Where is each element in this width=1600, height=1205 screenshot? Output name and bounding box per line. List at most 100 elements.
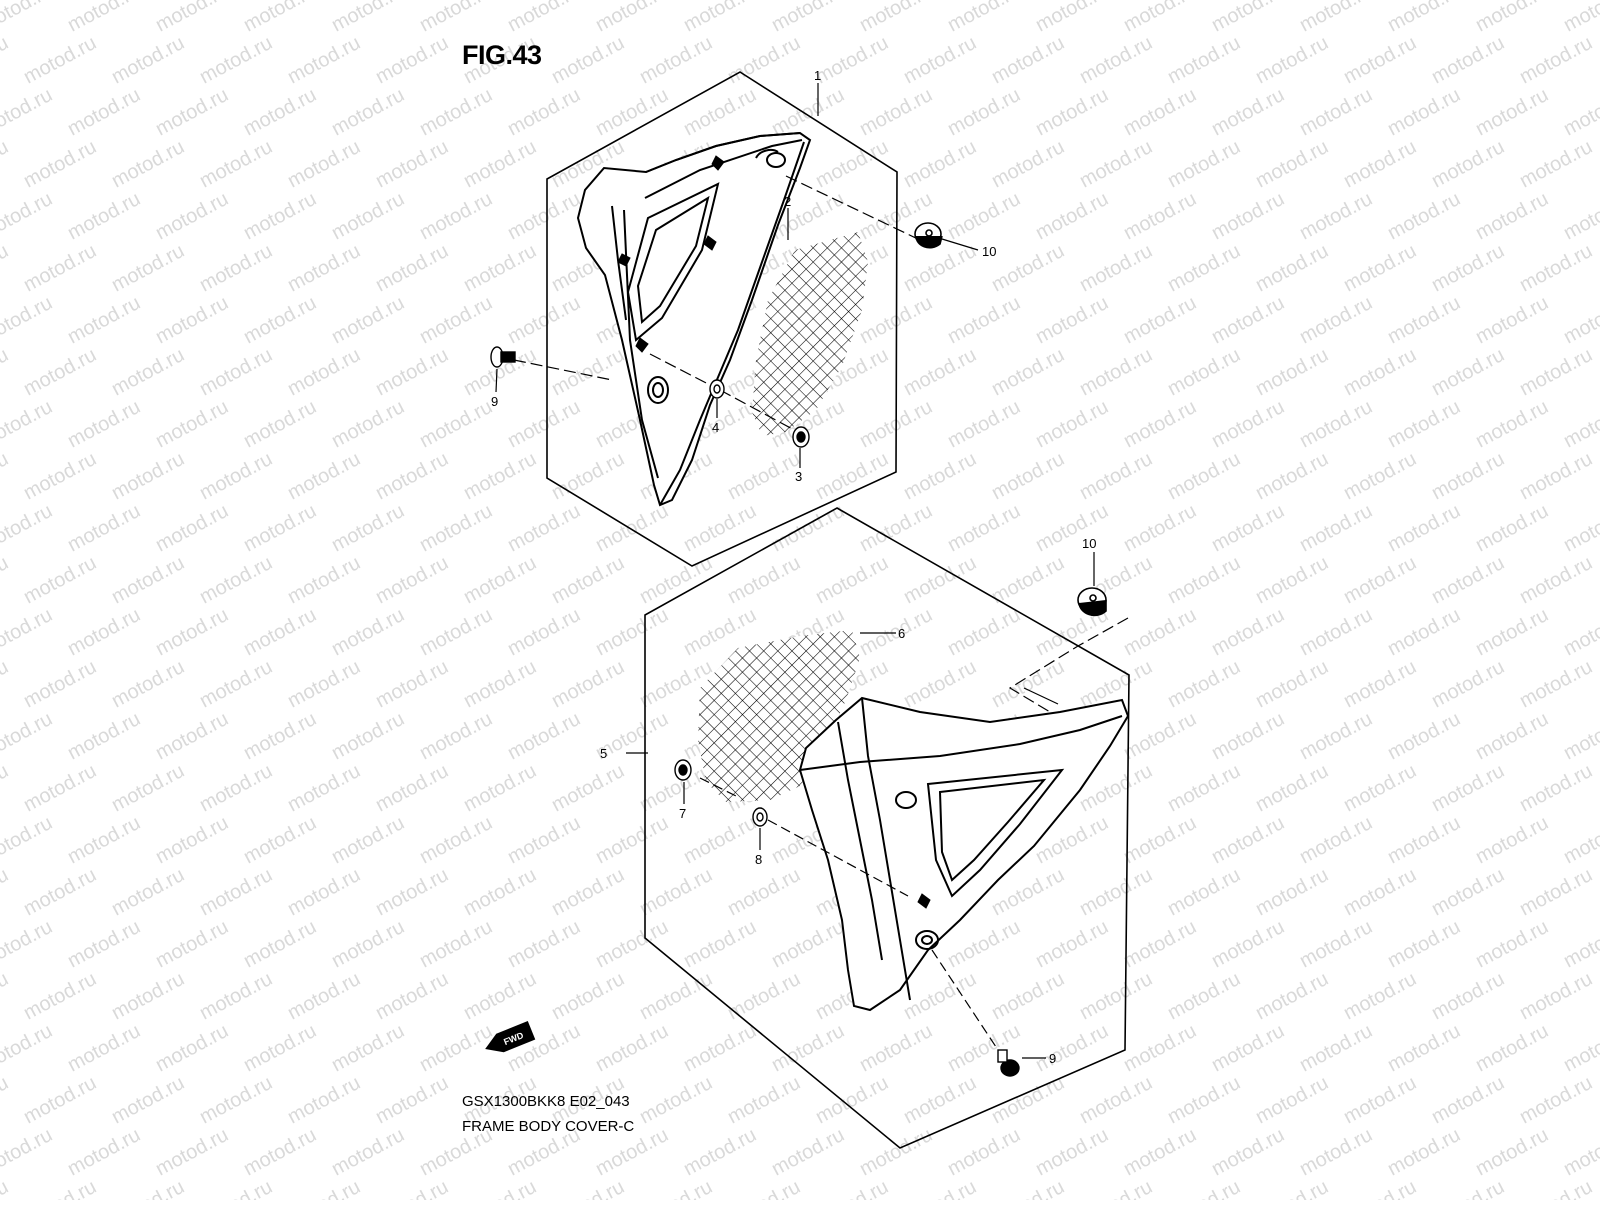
- watermark-text: motod.ru: [196, 240, 276, 296]
- watermark-text: motod.ru: [1120, 916, 1200, 972]
- watermark-text: motod.ru: [1208, 84, 1288, 140]
- watermark-text: motod.ru: [108, 448, 188, 504]
- watermark-text: motod.ru: [900, 1176, 980, 1200]
- watermark-text: motod.ru: [1076, 448, 1156, 504]
- watermark-text: motod.ru: [64, 292, 144, 348]
- watermark-text: motod.ru: [0, 552, 12, 608]
- watermark-text: motod.ru: [328, 916, 408, 972]
- watermark-text: motod.ru: [1252, 864, 1332, 920]
- watermark-text: motod.ru: [460, 968, 540, 1024]
- watermark-text: motod.ru: [328, 396, 408, 452]
- watermark-text: motod.ru: [900, 344, 980, 400]
- watermark-text: motod.ru: [1252, 656, 1332, 712]
- watermark-text: motod.ru: [636, 1176, 716, 1200]
- figure-title: FIG.43: [462, 40, 542, 70]
- watermark-text: motod.ru: [460, 240, 540, 296]
- watermark-text: motod.ru: [284, 1072, 364, 1128]
- watermark-text: motod.ru: [20, 240, 100, 296]
- watermark-text: motod.ru: [1296, 292, 1376, 348]
- watermark-text: motod.ru: [944, 292, 1024, 348]
- watermark-text: motod.ru: [0, 84, 56, 140]
- watermark-text: motod.ru: [548, 864, 628, 920]
- upper-group-boundary: [546, 71, 898, 567]
- leader-upper-to-4: [649, 353, 713, 387]
- watermark-text: motod.ru: [64, 188, 144, 244]
- watermark-text: motod.ru: [592, 1020, 672, 1076]
- watermark-text: motod.ru: [1120, 708, 1200, 764]
- watermark-text: motod.ru: [900, 968, 980, 1024]
- watermark-text: motod.ru: [64, 500, 144, 556]
- watermark-text: motod.ru: [812, 1176, 892, 1200]
- watermark-text: motod.ru: [680, 84, 760, 140]
- watermark-text: motod.ru: [1340, 968, 1420, 1024]
- watermark-text: motod.ru: [1208, 188, 1288, 244]
- watermark-text: motod.ru: [152, 500, 232, 556]
- watermark-text: motod.ru: [1472, 188, 1552, 244]
- leader-upper-to-10: [785, 175, 921, 241]
- watermark-text: motod.ru: [1472, 916, 1552, 972]
- watermark-text: motod.ru: [1208, 500, 1288, 556]
- watermark-text: motod.ru: [768, 916, 848, 972]
- callout-10-lower: 10: [1082, 536, 1096, 551]
- watermark-text: motod.ru: [988, 136, 1068, 192]
- watermark-text: motod.ru: [1428, 344, 1508, 400]
- watermark-text: motod.ru: [20, 32, 100, 88]
- watermark-text: motod.ru: [1076, 1176, 1156, 1200]
- watermark-text: motod.ru: [548, 552, 628, 608]
- watermark-text: motod.ru: [328, 500, 408, 556]
- watermark-text: motod.ru: [0, 292, 56, 348]
- watermark-text: motod.ru: [1384, 1124, 1464, 1180]
- frame-cover-lower-part: [798, 696, 1130, 1012]
- watermark-text: motod.ru: [1472, 292, 1552, 348]
- watermark-text: motod.ru: [1164, 1072, 1244, 1128]
- watermark-text: motod.ru: [284, 864, 364, 920]
- watermark-text: motod.ru: [152, 916, 232, 972]
- watermark-text: motod.ru: [284, 968, 364, 1024]
- watermark-text: motod.ru: [944, 1124, 1024, 1180]
- grommet-10-upper: [914, 222, 943, 249]
- watermark-text: motod.ru: [724, 1176, 804, 1200]
- watermark-text: motod.ru: [328, 604, 408, 660]
- watermark-text: motod.ru: [1472, 396, 1552, 452]
- watermark-text: motod.ru: [592, 0, 672, 36]
- watermark-text: motod.ru: [1252, 968, 1332, 1024]
- watermark-text: motod.ru: [1560, 188, 1600, 244]
- watermark-text: motod.ru: [64, 812, 144, 868]
- watermark-text: motod.ru: [1384, 84, 1464, 140]
- watermark-text: motod.ru: [460, 552, 540, 608]
- mesh-net-lower-part: [698, 630, 860, 802]
- watermark-text: motod.ru: [1032, 292, 1112, 348]
- watermark-text: motod.ru: [20, 1072, 100, 1128]
- watermark-text: motod.ru: [416, 812, 496, 868]
- watermark-text: motod.ru: [1384, 604, 1464, 660]
- watermark-text: motod.ru: [328, 1124, 408, 1180]
- watermark-text: motod.ru: [0, 968, 12, 1024]
- watermark-text: motod.ru: [1120, 84, 1200, 140]
- watermark-text: motod.ru: [372, 240, 452, 296]
- watermark-text: motod.ru: [636, 32, 716, 88]
- watermark-text: motod.ru: [548, 968, 628, 1024]
- watermark-text: motod.ru: [284, 448, 364, 504]
- watermark-text: motod.ru: [812, 136, 892, 192]
- watermark-text: motod.ru: [108, 1176, 188, 1200]
- watermark-text: motod.ru: [1560, 1124, 1600, 1180]
- watermark-text: motod.ru: [1208, 1020, 1288, 1076]
- watermark-text: motod.ru: [1032, 1124, 1112, 1180]
- watermark-text: motod.ru: [20, 136, 100, 192]
- watermark-text: motod.ru: [812, 552, 892, 608]
- watermark-text: motod.ru: [1472, 1020, 1552, 1076]
- watermark-text: motod.ru: [592, 604, 672, 660]
- watermark-text: motod.ru: [460, 448, 540, 504]
- watermark-text: motod.ru: [548, 32, 628, 88]
- watermark-text: motod.ru: [1340, 1072, 1420, 1128]
- watermark-text: motod.ru: [196, 968, 276, 1024]
- watermark-text: motod.ru: [108, 32, 188, 88]
- watermark-text: motod.ru: [372, 552, 452, 608]
- figure-caption: FRAME BODY COVER-C: [462, 1118, 635, 1135]
- watermark-text: motod.ru: [1120, 188, 1200, 244]
- watermark-text: motod.ru: [196, 32, 276, 88]
- watermark-text: motod.ru: [1296, 0, 1376, 36]
- watermark-text: motod.ru: [548, 344, 628, 400]
